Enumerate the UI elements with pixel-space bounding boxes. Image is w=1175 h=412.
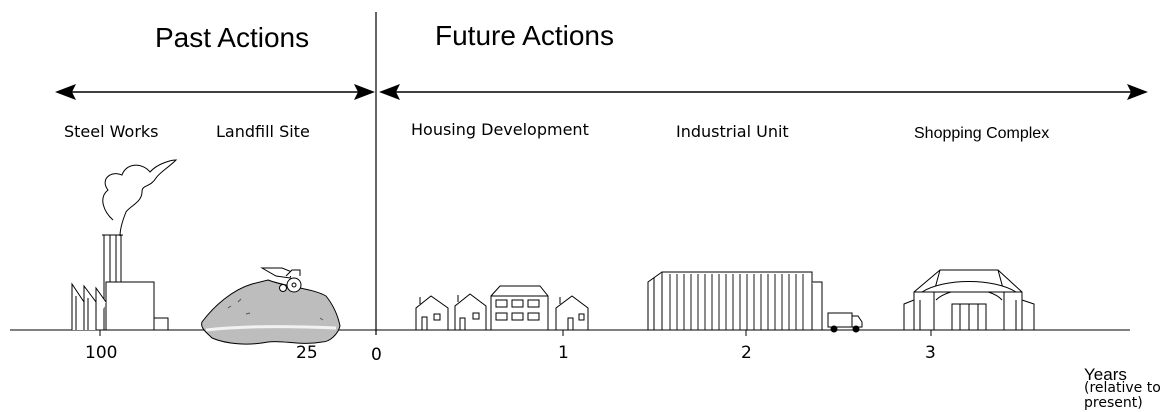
steel-works-icon	[71, 159, 178, 331]
landfill-site-icon	[201, 267, 341, 345]
tick-label-25: 25	[296, 343, 318, 363]
tick-label-0: 0	[371, 345, 382, 365]
tick-label-3: 3	[925, 343, 936, 363]
housing-development-label: Housing Development	[411, 120, 589, 139]
tick-label-100: 100	[85, 343, 118, 363]
past-actions-heading: Past Actions	[155, 22, 310, 53]
future-actions-heading: Future Actions	[435, 20, 614, 51]
industrial-unit-label: Industrial Unit	[676, 122, 789, 141]
axis-note-line2: present)	[1084, 395, 1143, 411]
truck-icon	[827, 312, 863, 333]
steel-works-label: Steel Works	[64, 122, 159, 141]
tick-label-2: 2	[741, 343, 752, 363]
future-arrow	[379, 84, 1148, 100]
tick-label-1: 1	[558, 343, 569, 363]
landfill-site-label: Landfill Site	[216, 122, 310, 141]
shopping-complex-label: Shopping Complex	[914, 125, 1050, 142]
axis-note-line1: (relative to	[1084, 380, 1161, 396]
axis-label-years: Years	[1084, 365, 1127, 384]
housing-development-icon	[415, 285, 589, 331]
past-arrow	[55, 84, 375, 100]
shopping-complex-icon	[903, 269, 1035, 331]
industrial-unit-icon	[647, 271, 823, 331]
